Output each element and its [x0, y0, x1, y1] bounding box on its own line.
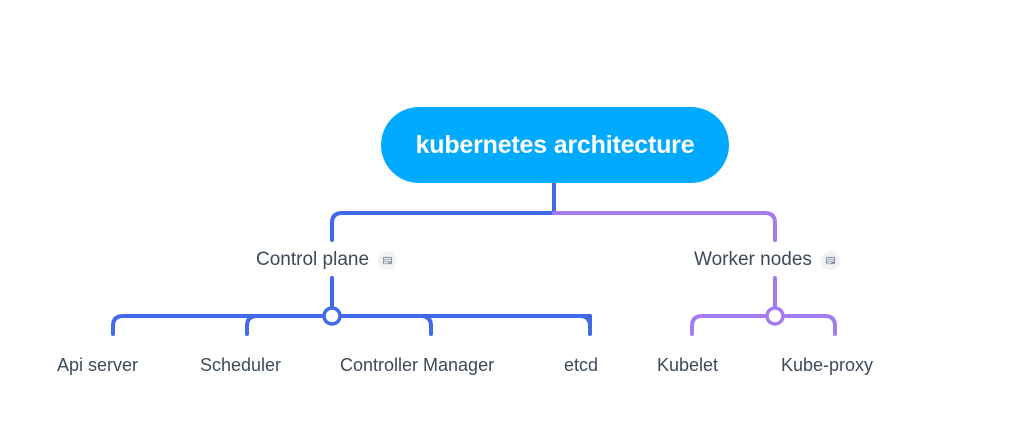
- root-node[interactable]: kubernetes architecture: [381, 107, 729, 183]
- connector-control-plane-bar-left: [111, 314, 592, 336]
- leaf-node-kube-proxy[interactable]: Kube-proxy: [781, 355, 874, 375]
- connector-drop-controller-manager: [419, 314, 433, 336]
- leaf-node-kubelet[interactable]: Kubelet: [657, 355, 719, 375]
- toggle-control-plane[interactable]: [322, 306, 342, 326]
- branch-node-worker-nodes-label: Worker nodes: [694, 249, 812, 270]
- leaf-node-api-server[interactable]: Api server: [57, 355, 139, 375]
- connector-worker-nodes-bar: [690, 314, 837, 336]
- leaf-node-etcd[interactable]: etcd: [564, 355, 599, 375]
- note-icon[interactable]: [820, 250, 840, 270]
- branch-node-control-plane[interactable]: Control plane: [256, 249, 398, 271]
- connector-drop-etcd: [578, 314, 592, 336]
- leaf-node-scheduler[interactable]: Scheduler: [200, 355, 282, 375]
- connector-drop-scheduler: [245, 314, 259, 336]
- note-icon[interactable]: [378, 250, 398, 270]
- root-node-label: kubernetes architecture: [415, 130, 695, 159]
- branch-node-worker-nodes[interactable]: Worker nodes: [694, 249, 840, 271]
- leaf-node-controller-manager[interactable]: Controller Manager: [340, 355, 495, 375]
- toggle-worker-nodes[interactable]: [765, 306, 785, 326]
- branch-node-control-plane-label: Control plane: [256, 249, 370, 270]
- connector-root-to-worker-nodes: [552, 211, 777, 242]
- connector-root-to-control-plane: [330, 211, 556, 242]
